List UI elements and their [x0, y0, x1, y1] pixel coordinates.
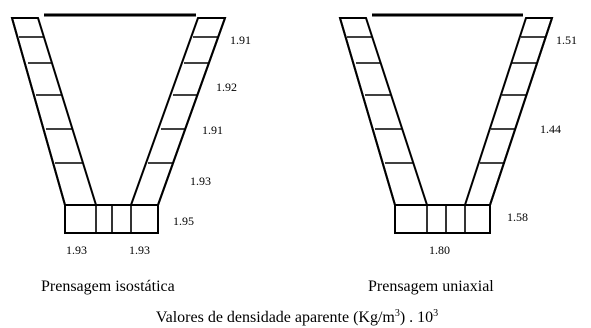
- isostatic-base-left-value: 1.93: [66, 243, 87, 257]
- uniaxial-right-wall: [463, 17, 554, 206]
- uniaxial-value-top: 1.51: [556, 33, 577, 47]
- isostatic-left-ties: [19, 36, 83, 164]
- isostatic-base-right-value: 1.93: [129, 243, 150, 257]
- uniaxial-base: [395, 204, 490, 233]
- units-caption-mid: ) . 10: [400, 309, 433, 326]
- isostatic-value-1: 1.91: [230, 33, 251, 47]
- units-caption-prefix: Valores de densidade aparente (Kg/m: [156, 309, 396, 326]
- isostatic-vessel: [10, 13, 227, 234]
- uniaxial-value-low: 1.58: [507, 210, 528, 224]
- uniaxial-value-mid: 1.44: [540, 122, 561, 136]
- isostatic-outer-wall: [11, 17, 226, 234]
- isostatic-value-5: 1.95: [173, 214, 194, 228]
- isostatic-right-ties: [148, 36, 218, 164]
- uniaxial-base-value: 1.80: [429, 243, 450, 257]
- uniaxial-left-ties: [347, 36, 413, 164]
- uniaxial-right-ties: [480, 36, 546, 164]
- density-units-caption: Valores de densidade aparente (Kg/m3) . …: [156, 308, 438, 326]
- units-caption-exponent-2: 3: [433, 308, 438, 319]
- uniaxial-caption: Prensagem uniaxial: [368, 278, 494, 295]
- isostatic-value-3: 1.91: [202, 123, 223, 137]
- isostatic-value-2: 1.92: [216, 80, 237, 94]
- isostatic-value-4: 1.93: [190, 174, 211, 188]
- uniaxial-left-wall: [338, 17, 429, 206]
- uniaxial-vessel: [338, 13, 554, 234]
- isostatic-caption: Prensagem isostática: [41, 278, 175, 295]
- isostatic-left-wall: [10, 17, 98, 206]
- isostatic-base: [65, 204, 158, 233]
- units-caption-exponent: 3: [395, 308, 400, 319]
